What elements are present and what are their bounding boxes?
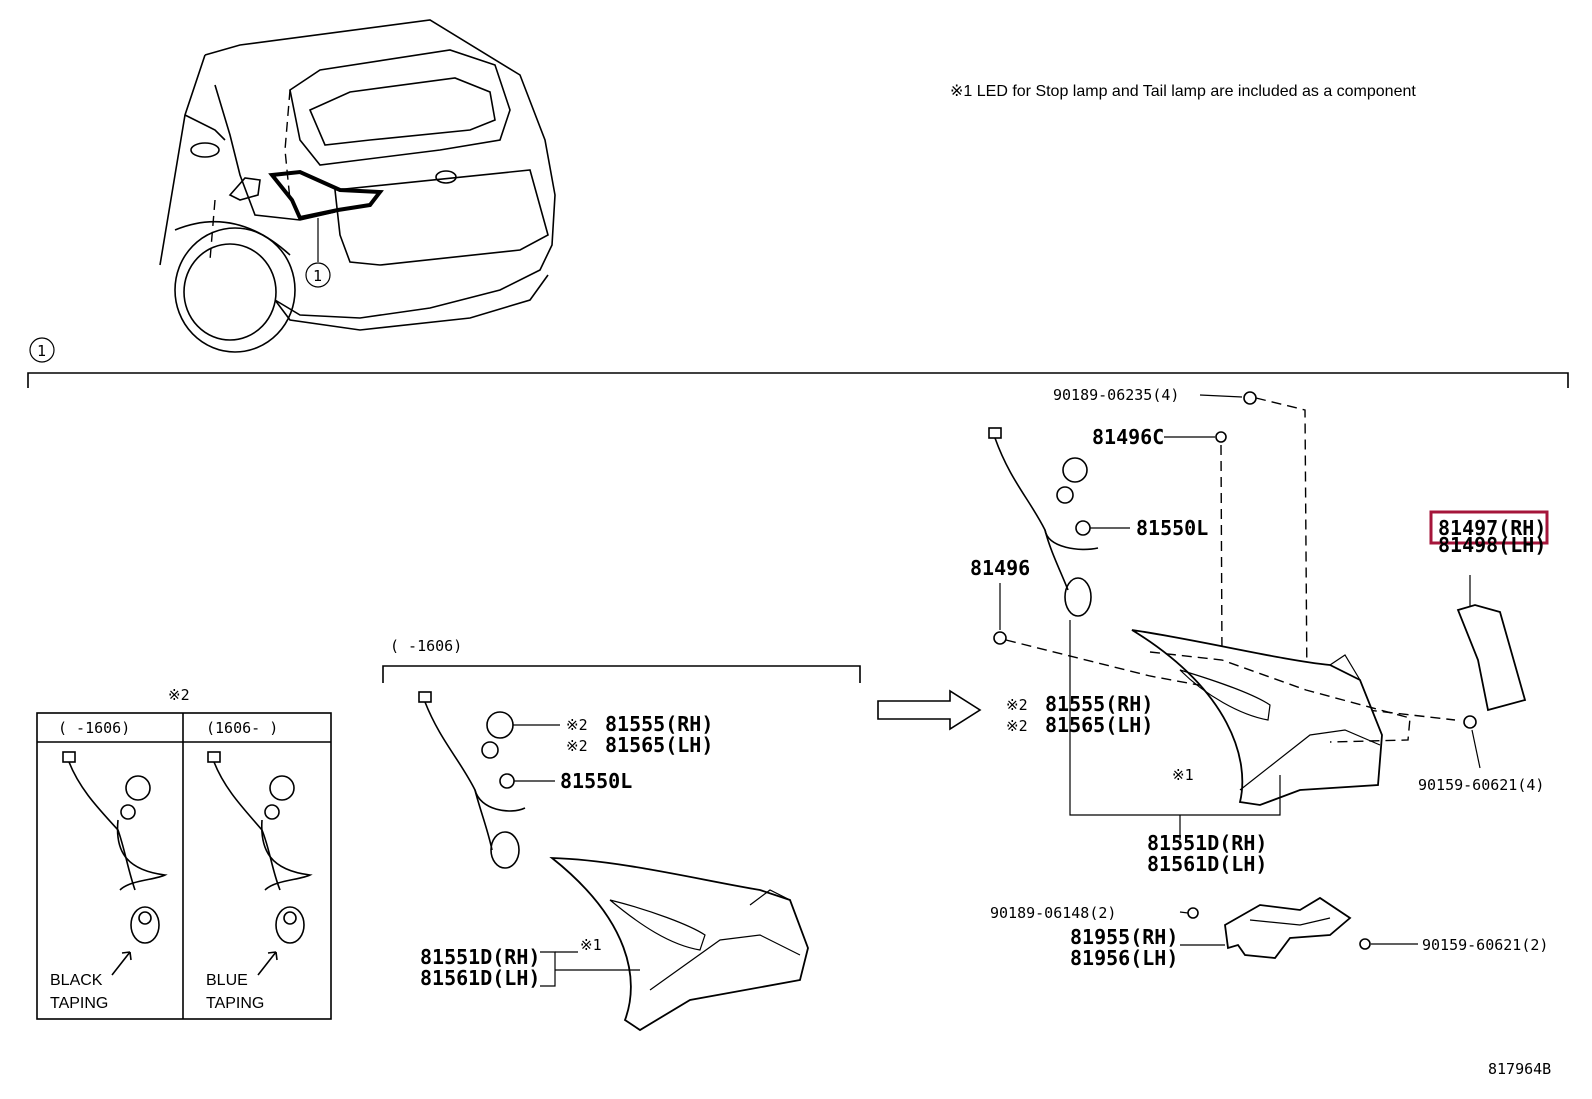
main-mark2-b: ※2: [1006, 717, 1028, 735]
nut-right-label: 90159-60621(4): [1418, 776, 1544, 794]
early-socket-wiring-drawing: [62, 751, 168, 976]
bracket-lh-label: 81956(LH): [1070, 946, 1178, 970]
callout-bracket: 1: [27, 337, 1569, 388]
variant-table-header: ※2: [168, 686, 190, 704]
cover-rh-label: 81497(RH): [1438, 516, 1546, 540]
variant-table: ※2 ( -1606) (1606- ) B: [36, 686, 332, 1020]
variant-early-range: ( -1606): [58, 719, 130, 737]
early-mark2-a: ※2: [566, 716, 588, 734]
early-lamp-lh: 81561D(LH): [420, 966, 540, 990]
transition-arrow: [877, 689, 982, 731]
main-lamp-rh: 81551D(RH): [1147, 831, 1267, 855]
clip-label: 81496: [970, 556, 1030, 580]
late-socket-wiring-drawing: [207, 751, 313, 976]
early-mark1: ※1: [580, 936, 602, 954]
clip-c-label: 81496C: [1092, 425, 1164, 449]
variant-late-label-2: TAPING: [206, 995, 264, 1012]
main-lamp-lh: 81561D(LH): [1147, 852, 1267, 876]
main-bulb-label: 81550L: [1136, 516, 1208, 540]
vehicle-rear-illustration: 1: [159, 19, 556, 353]
early-lamp-rh: 81551D(RH): [420, 945, 540, 969]
early-bulb: 81550L: [560, 769, 632, 793]
highlighted-part-box: [1429, 510, 1549, 545]
main-mark1: ※1: [1172, 766, 1194, 784]
variant-early-label-2: TAPING: [50, 995, 108, 1012]
diagram-id: 817964B: [1488, 1060, 1551, 1078]
callout-number-vehicle: 1: [313, 267, 322, 285]
early-socket-lh: 81565(LH): [605, 733, 713, 757]
early-assembly: ( -1606) ※2 ※2 81555(RH) 81565(LH) 81550…: [382, 637, 861, 1032]
main-socket-lh: 81565(LH): [1045, 713, 1153, 737]
main-socket-rh: 81555(RH): [1045, 692, 1153, 716]
early-socket-rh: 81555(RH): [605, 712, 713, 736]
variant-late-range: (1606- ): [206, 719, 278, 737]
variant-early-label-1: BLACK: [50, 972, 103, 989]
bracket-rh-label: 81955(RH): [1070, 925, 1178, 949]
main-mark2-a: ※2: [1006, 696, 1028, 714]
cover-lh-label: 81498(LH): [1438, 533, 1546, 557]
screw-top-label: 90189-06235(4): [1053, 386, 1179, 404]
early-mark2-b: ※2: [566, 737, 588, 755]
variant-late-label-1: BLUE: [206, 972, 248, 989]
screw-bracket-label: 90189-06148(2): [990, 904, 1116, 922]
callout-number-section: 1: [37, 342, 46, 360]
early-assembly-range: ( -1606): [390, 637, 462, 655]
led-note: ※1 LED for Stop lamp and Tail lamp are i…: [950, 83, 1416, 100]
main-assembly: 90189-06235(4) 81496C 81550L 81496 ※2 ※: [970, 386, 1549, 970]
nut-bracket-label: 90159-60621(2): [1422, 936, 1548, 954]
